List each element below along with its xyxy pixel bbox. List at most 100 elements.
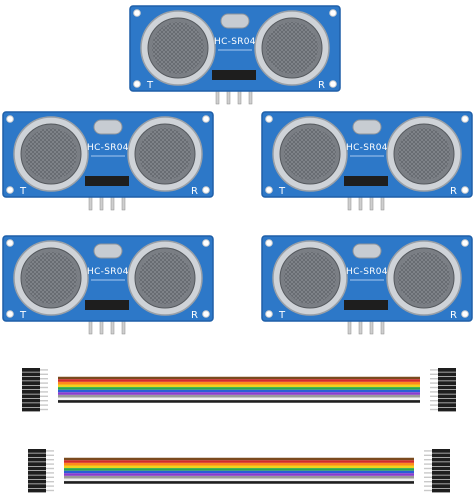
sensor-svg: [261, 235, 473, 335]
connector-pin: [430, 382, 438, 384]
connector-pin: [46, 485, 54, 487]
connector-pin: [46, 467, 54, 470]
transmitter-mark: T: [20, 310, 27, 321]
receiver-mark: R: [191, 186, 198, 197]
connector-pin: [430, 400, 438, 402]
transmitter-mark: T: [279, 310, 286, 321]
connector-housing: [432, 466, 450, 471]
connector-pin: [40, 386, 48, 389]
connector-pin: [424, 467, 432, 470]
connector-housing: [28, 466, 46, 471]
receiver-mark: R: [450, 310, 457, 321]
connector-pin: [430, 408, 438, 411]
jumper-cable-upper: [0, 364, 474, 416]
sensor-svg: [2, 235, 214, 335]
connector-housing: [22, 407, 40, 412]
ultrasonic-sensor-lower-right: HC-SR04 T R: [261, 235, 473, 335]
connector-housing: [22, 372, 40, 377]
connector-housing: [28, 462, 46, 466]
ultrasonic-sensor-middle-right: HC-SR04 T R: [261, 111, 473, 211]
ultrasonic-sensor-middle-left: HC-SR04 T R: [2, 111, 214, 211]
connector-pin: [46, 450, 54, 452]
connector-housing: [432, 453, 450, 458]
connector-pin: [430, 369, 438, 371]
connector-pin: [46, 481, 54, 483]
connector-housing: [432, 488, 450, 493]
connector-pin: [40, 369, 48, 371]
connector-pin: [424, 489, 432, 492]
connector-pin: [40, 378, 48, 380]
connector-housing: [438, 376, 456, 381]
connector-pin: [430, 404, 438, 406]
connector-pin: [424, 481, 432, 483]
connector-housing: [438, 394, 456, 399]
ribbon-wires: [57, 376, 420, 403]
receiver-mark: R: [191, 310, 198, 321]
connector-housing: [438, 398, 456, 403]
connector-housing: [438, 368, 456, 372]
connector-housing: [22, 398, 40, 403]
module-label: HC-SR04: [214, 37, 256, 47]
connector-housing: [22, 385, 40, 390]
ultrasonic-sensor-top: HC-SR04 T R: [129, 5, 341, 105]
connector-housing: [28, 471, 46, 475]
connector-pin: [424, 485, 432, 487]
connector-housing: [432, 471, 450, 475]
connector-housing: [28, 449, 46, 453]
connector-pin: [46, 472, 54, 474]
connector-housing: [28, 457, 46, 462]
connector-housing: [22, 381, 40, 385]
transmitter-mark: T: [147, 80, 154, 91]
connector-housing: [438, 390, 456, 394]
connector-pin: [46, 476, 54, 478]
connector-housing: [438, 407, 456, 412]
connector-housing: [22, 394, 40, 399]
module-label: HC-SR04: [87, 143, 129, 153]
connector-housing: [432, 484, 450, 488]
connector-housing: [438, 381, 456, 385]
module-label: HC-SR04: [346, 267, 388, 277]
connector-pin: [46, 454, 54, 456]
connector-pin: [424, 472, 432, 474]
connector-pin: [430, 373, 438, 375]
module-label: HC-SR04: [87, 267, 129, 277]
connector-pin: [430, 395, 438, 397]
connector-pin: [40, 382, 48, 384]
sensor-svg: [2, 111, 214, 211]
ultrasonic-sensor-lower-left: HC-SR04 T R: [2, 235, 214, 335]
connector-housing: [28, 484, 46, 488]
connector-housing: [432, 479, 450, 484]
sensor-svg: [261, 111, 473, 211]
connector-pin: [40, 395, 48, 397]
connector-housing: [432, 457, 450, 462]
transmitter-mark: T: [20, 186, 27, 197]
connector-housing: [438, 403, 456, 407]
connector-housing: [432, 475, 450, 480]
connector-pin: [46, 489, 54, 492]
connector-pin: [40, 391, 48, 393]
connector-housing: [22, 403, 40, 407]
jumper-cable-lower: [0, 445, 474, 497]
connector-pin: [424, 463, 432, 465]
connector-pin: [424, 476, 432, 478]
connector-pin: [40, 404, 48, 406]
connector-housing: [432, 449, 450, 453]
connector-housing: [28, 475, 46, 480]
connector-housing: [28, 453, 46, 458]
connector-housing: [22, 376, 40, 381]
connector-pin: [46, 459, 54, 461]
connector-housing: [432, 462, 450, 466]
module-label: HC-SR04: [346, 143, 388, 153]
connector-housing: [438, 372, 456, 377]
connector-pin: [424, 459, 432, 461]
connector-housing: [438, 385, 456, 390]
connector-pin: [46, 463, 54, 465]
connector-pin: [424, 450, 432, 452]
connector-pin: [430, 386, 438, 389]
connector-housing: [28, 479, 46, 484]
sensor-svg: [129, 5, 341, 105]
connector-pin: [40, 373, 48, 375]
connector-housing: [28, 488, 46, 493]
connector-housing: [22, 368, 40, 372]
